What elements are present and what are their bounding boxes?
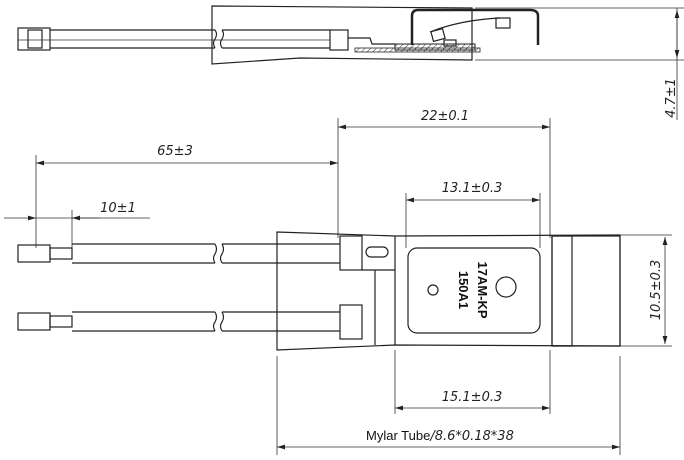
dim-lead-length: 65±3 [157,144,193,159]
drawing-line [430,27,446,43]
drawing-line [339,235,363,271]
drawing-line [495,17,511,29]
drawing-line [72,311,340,332]
lead-terminal [17,27,51,51]
lead-lower [17,304,363,340]
small-hole [427,284,439,296]
marking-line2: 150A1 [456,271,471,309]
drawing-line [212,243,225,264]
drawing-line [72,243,340,264]
mylar-tube-top [276,231,621,351]
drawing-line [212,311,225,332]
bimetal-disc [429,17,501,33]
drawing-line [49,315,73,328]
top-view: 17AM-KP 150A1 10.5±0.3 15.1±0.3 [17,231,672,455]
marking-line1: 17AM-KP [475,261,490,318]
drawing-line [354,47,481,53]
drawing-line [17,244,51,263]
dim-strip-length: 10±1 [100,201,136,216]
drawing-line [551,235,573,347]
side-view: 4.7±1 [17,5,684,120]
drawing-line [339,304,363,340]
lead-wire [50,29,330,49]
end-cap [551,235,621,347]
drawing-line [27,29,43,49]
mylar-tube-side [211,5,473,65]
drawing-line [348,37,395,45]
drawing-line [49,247,73,260]
large-hole [495,276,517,298]
tube-dimension: Mylar Tube/8.6*0.18*38 [366,428,514,444]
break-mark [212,29,225,49]
dim-width: 10.5±0.3 [649,260,664,321]
dim-housing-length: 15.1±0.3 [442,390,503,405]
dim-height: 4.7±1 [664,78,679,118]
drawing-line [362,269,395,345]
lead-upper [17,235,389,271]
tube-spec: /8.6*0.18*38 [429,429,514,444]
drawing-line [443,39,457,47]
crimp [329,29,349,51]
cover-cap [410,8,540,45]
dim-body-length: 22±0.1 [421,109,469,124]
drawing-line [17,312,51,331]
label-plate [407,247,541,334]
drawing-line [365,246,389,258]
dim-plate-length: 13.1±0.3 [442,181,503,196]
tube-label: Mylar Tube [366,428,430,443]
dimension-lines: 22±0.1 65±3 10±1 13.1±0.3 [4,109,551,248]
